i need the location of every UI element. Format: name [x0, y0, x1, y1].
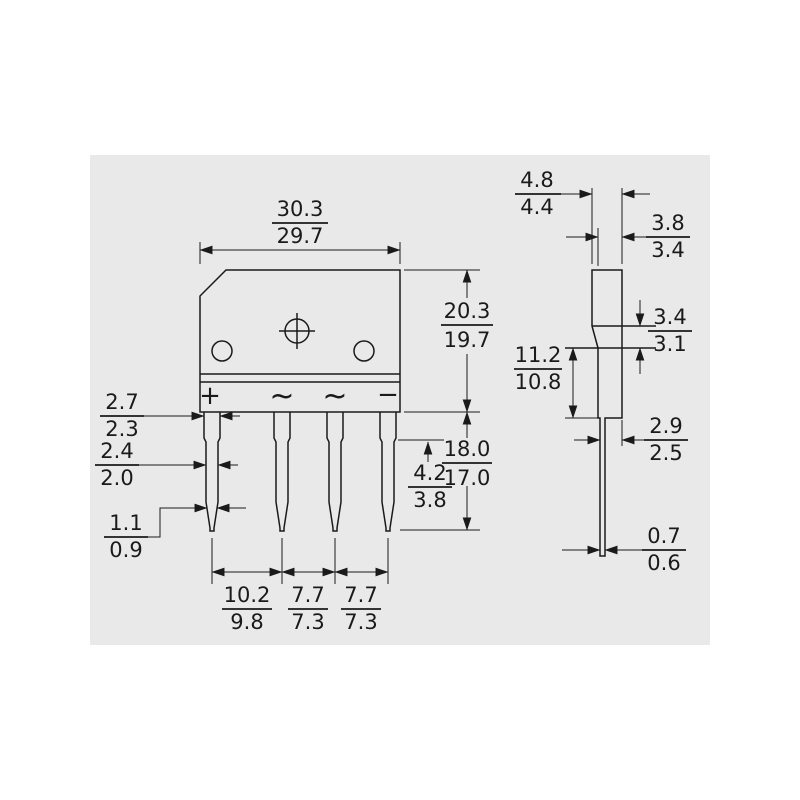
dim-max: 7.7: [291, 583, 324, 607]
dim-lead-pitch-2: 7.7 7.3: [288, 583, 328, 634]
dim-min: 7.3: [291, 610, 324, 634]
dim-min: 29.7: [277, 224, 324, 248]
dim-lead-pitch-3: 7.7 7.3: [341, 583, 381, 634]
dim-min: 2.3: [105, 417, 138, 441]
dim-min: 0.9: [109, 538, 142, 562]
dim-min: 3.8: [413, 488, 446, 512]
dim-lead-pitches: 10.2 9.8 7.7 7.3 7.7 7.3: [211, 538, 389, 634]
dim-lead-shoulder: 4.2 3.8: [398, 439, 452, 512]
dim-min: 10.8: [515, 370, 562, 394]
lead-4: [379, 412, 397, 532]
dim-body-thickness: 3.8 3.4: [566, 211, 690, 266]
dim-min: 19.7: [444, 328, 491, 352]
dim-max: 2.7: [105, 390, 138, 414]
lead-1: [203, 412, 221, 532]
dim-lead-length: 18.0 17.0: [400, 411, 492, 531]
dim-max: 18.0: [444, 437, 491, 461]
dim-min: 9.8: [230, 610, 263, 634]
dim-min: 7.3: [344, 610, 377, 634]
dim-max: 10.2: [224, 583, 271, 607]
lead-2: [273, 412, 291, 532]
dim-max: 3.4: [653, 305, 686, 329]
bridge-body: [199, 269, 401, 413]
front-view: + ~ ~ −: [199, 269, 401, 532]
dim-min: 2.0: [100, 466, 133, 490]
mounting-hole-right: [353, 340, 375, 362]
dim-body-width: 30.3 29.7: [199, 197, 401, 264]
dim-max: 7.7: [344, 583, 377, 607]
dim-step-height: 3.4 3.1: [635, 300, 692, 374]
dim-lead-width: 2.4 2.0: [95, 439, 238, 490]
terminal-minus: −: [377, 380, 399, 410]
dim-max: 2.4: [100, 439, 133, 463]
dim-min: 0.6: [647, 551, 680, 575]
dim-max: 2.9: [649, 414, 682, 438]
terminal-plus: +: [199, 381, 221, 411]
dim-lower-height: 11.2 10.8: [514, 343, 598, 419]
dim-max: 20.3: [444, 299, 491, 323]
dim-body-height: 20.3 19.7: [404, 269, 493, 413]
dim-max: 30.3: [277, 197, 324, 221]
dim-total-thickness: 4.8 4.4: [515, 168, 650, 264]
dim-lead-tip-width: 1.1 0.9: [104, 503, 246, 562]
dim-max: 0.7: [647, 524, 680, 548]
dim-min: 17.0: [444, 466, 491, 490]
terminal-ac2: ~: [322, 379, 347, 414]
dim-max: 4.8: [520, 168, 553, 192]
dim-lead-offset: 2.9 2.5: [574, 414, 688, 465]
terminal-ac1: ~: [269, 379, 294, 414]
dim-lead-thickness: 0.7 0.6: [562, 524, 686, 575]
dim-max: 3.8: [651, 211, 684, 235]
dim-min: 3.1: [653, 332, 686, 356]
side-profile: [591, 269, 623, 557]
mounting-hole-left: [211, 340, 233, 362]
lead-3: [326, 412, 344, 532]
dim-max: 1.1: [109, 511, 142, 535]
dim-lead-pitch-1: 10.2 9.8: [222, 583, 272, 634]
dim-max: 11.2: [515, 343, 562, 367]
dim-min: 2.5: [649, 441, 682, 465]
dim-min: 4.4: [520, 195, 553, 219]
dim-max: 4.2: [413, 461, 446, 485]
dim-min: 3.4: [651, 238, 684, 262]
dim-lead-base-width: 2.7 2.3: [100, 390, 240, 441]
